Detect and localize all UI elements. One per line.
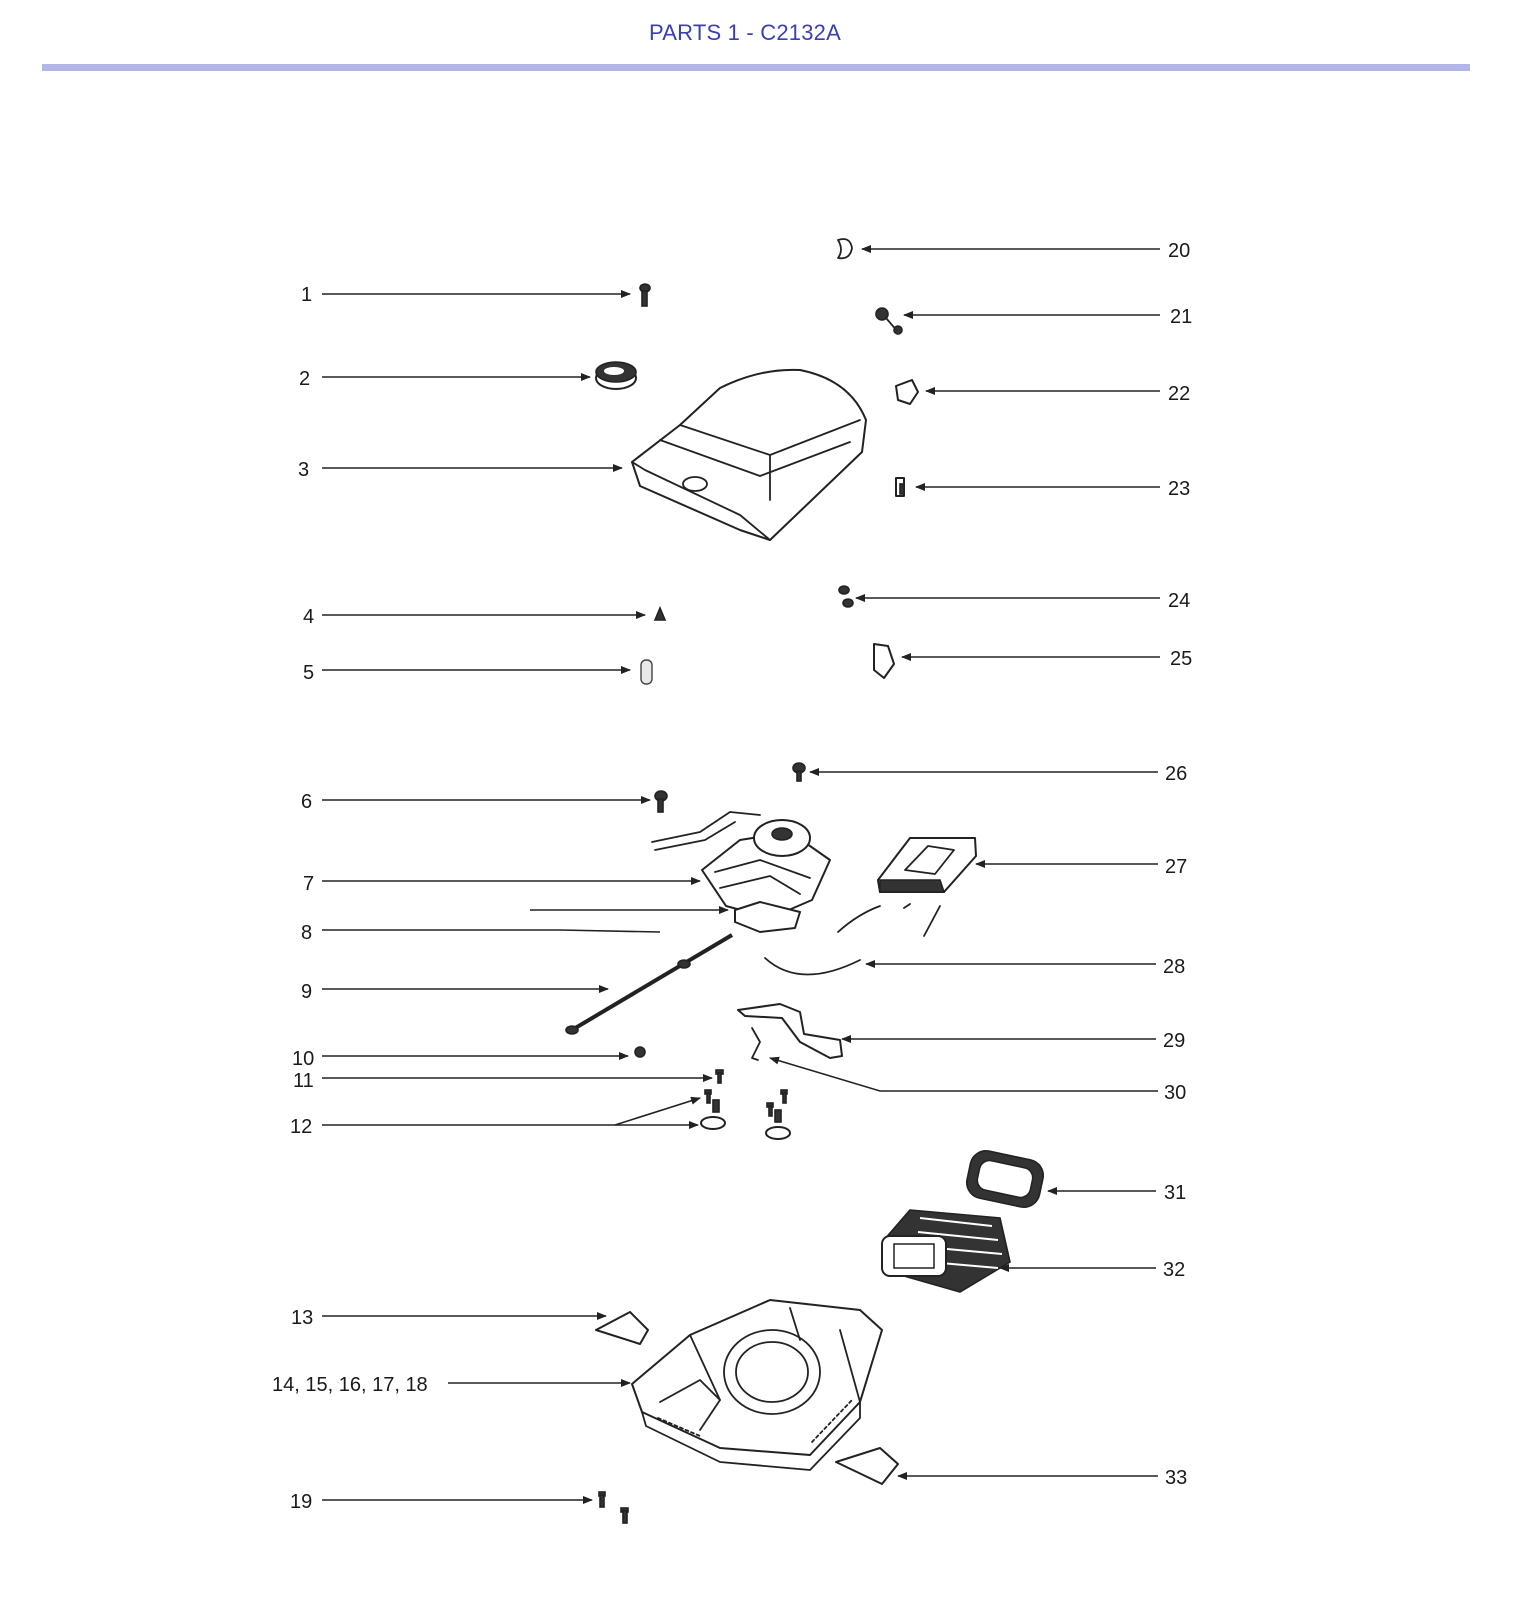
part-29-bracket — [737, 1003, 843, 1059]
callout-label-32: 32 — [1163, 1259, 1185, 1281]
callout-label-8: 8 — [301, 922, 312, 944]
callout-label-1: 1 — [301, 284, 312, 306]
title-divider — [42, 64, 1470, 71]
part-25-holder — [873, 643, 895, 679]
part-19-screws — [598, 1491, 629, 1524]
part-4-nut — [653, 605, 667, 621]
callout-label-23: 23 — [1168, 478, 1190, 500]
callout-label-10: 10 — [292, 1048, 314, 1070]
callout-label-5: 5 — [303, 662, 314, 684]
part-11-screw — [715, 1069, 724, 1084]
callout-label-11: 11 — [293, 1070, 314, 1092]
callout-label-13: 13 — [291, 1307, 313, 1329]
callout-label-24: 24 — [1168, 590, 1190, 612]
callout-label-21: 21 — [1170, 306, 1192, 328]
callout-label-2: 2 — [299, 368, 310, 390]
callout-label-22: 22 — [1168, 383, 1190, 405]
part-22-bracket — [895, 379, 919, 405]
part-30-spring-clip — [751, 1027, 761, 1061]
callout-label-31: 31 — [1164, 1182, 1186, 1204]
part-20-clip — [837, 238, 853, 260]
part-12-clips — [700, 1089, 791, 1140]
part-2-knob — [595, 361, 637, 390]
callout-label-28: 28 — [1163, 956, 1185, 978]
part-13-plate — [595, 1311, 649, 1345]
leader-line-12a — [614, 1096, 701, 1126]
callout-label-26: 26 — [1165, 763, 1187, 785]
callout-label-6: 6 — [301, 791, 312, 813]
part-1-screw — [639, 283, 651, 307]
part-21-switch — [875, 307, 903, 335]
page-title: PARTS 1 - C2132A — [649, 20, 841, 45]
callout-label-33: 33 — [1165, 1467, 1187, 1489]
part-9-cord — [565, 933, 734, 1035]
part-33-plate — [835, 1447, 899, 1485]
callout-label-12: 12 — [290, 1116, 312, 1138]
part-14-18-base-housing — [631, 1299, 883, 1471]
callout-label-25: 25 — [1170, 648, 1192, 670]
leader-line-30 — [769, 1056, 1158, 1092]
part-24-spring — [838, 585, 854, 608]
callout-label-20: 20 — [1168, 240, 1190, 262]
part-32-bellows — [881, 1209, 1011, 1293]
callout-label-27: 27 — [1165, 856, 1187, 878]
part-26-screw — [792, 762, 806, 782]
part-10-grommet — [634, 1046, 646, 1058]
callout-label-9: 9 — [301, 981, 312, 1003]
part-3-hood-cover — [631, 368, 867, 541]
callout-label-7: 7 — [303, 873, 314, 895]
part-8-plate — [734, 901, 801, 933]
callout-label-4: 4 — [303, 606, 314, 628]
part-5-pin — [640, 659, 653, 685]
part-27-filter-frame — [877, 837, 977, 893]
part-23-latch — [895, 477, 905, 497]
callout-label-19: 19 — [290, 1491, 312, 1513]
part-7-motor-assembly — [651, 811, 831, 919]
part-31-gasket-ring — [965, 1150, 1045, 1208]
part-6-screw — [654, 790, 668, 813]
leader-line-8 — [322, 929, 661, 933]
callout-label-14-18: 14, 15, 16, 17, 18 — [272, 1374, 428, 1396]
callout-label-3: 3 — [298, 459, 309, 481]
part-28-gasket — [764, 903, 941, 976]
callout-label-29: 29 — [1163, 1030, 1185, 1052]
callout-label-30: 30 — [1164, 1082, 1186, 1104]
